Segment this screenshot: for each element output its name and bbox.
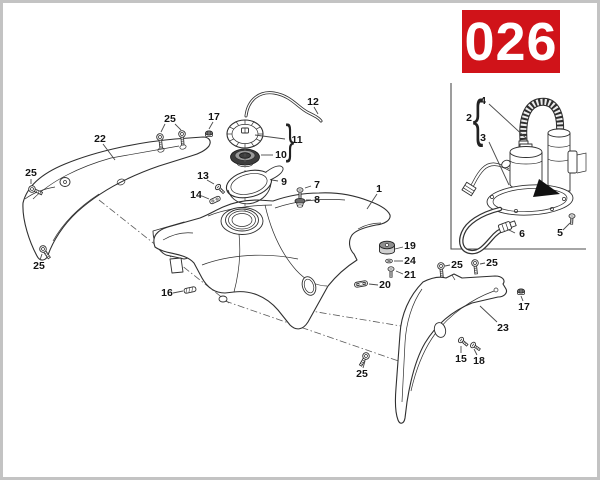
callout-11[interactable]: 11 (291, 134, 303, 146)
callout-25[interactable]: 25 (486, 257, 498, 269)
bolt-21 (387, 266, 395, 278)
callout-1[interactable]: 1 (376, 183, 382, 195)
leader-line-4 (488, 103, 528, 140)
bolt-25-e (436, 261, 446, 278)
callout-16[interactable]: 16 (161, 287, 173, 299)
flow-arrow (533, 179, 560, 197)
callout-7[interactable]: 7 (314, 179, 320, 191)
callout-4[interactable]: 4 (480, 95, 486, 107)
callout-25[interactable]: 25 (33, 260, 45, 272)
callout-19[interactable]: 19 (404, 240, 416, 252)
nut-17-b (517, 288, 525, 296)
screw-18 (469, 340, 482, 353)
clamp-14 (209, 195, 221, 205)
leader-line-19 (394, 246, 404, 250)
callout-8[interactable]: 8 (314, 194, 320, 206)
bracket-20 (354, 280, 368, 288)
diagram-canvas (22, 83, 587, 424)
callout-9[interactable]: 9 (281, 176, 287, 188)
leader-line-25 (39, 253, 43, 261)
callout-13[interactable]: 13 (197, 170, 209, 182)
leader-line-17 (520, 295, 524, 302)
fastener-set (27, 130, 525, 368)
washer-24 (385, 258, 393, 264)
fuel-tank-body (153, 192, 391, 330)
leader-line-7 (304, 185, 312, 189)
callout-15[interactable]: 15 (455, 353, 467, 365)
filler-funnel (225, 148, 284, 211)
callout-18[interactable]: 18 (473, 355, 485, 367)
callout-25[interactable]: 25 (451, 259, 463, 271)
leader-line-23 (479, 305, 498, 323)
callout-24[interactable]: 24 (404, 255, 416, 267)
leader-line-25 (160, 123, 166, 133)
inset-frame (450, 83, 586, 250)
brace-123: { (472, 90, 484, 148)
callout-21[interactable]: 21 (404, 269, 416, 281)
screw-5 (568, 213, 576, 225)
callout-6[interactable]: 6 (519, 228, 525, 240)
callout-14[interactable]: 14 (190, 189, 202, 201)
callout-25[interactable]: 25 (356, 368, 368, 380)
grommet-8 (294, 198, 306, 208)
right-shroud-panel (394, 273, 508, 424)
bolt-25-f (470, 258, 480, 275)
leader-line-11 (254, 134, 286, 140)
leader-lines (30, 103, 571, 369)
leader-line-9 (271, 179, 279, 182)
callout-20[interactable]: 20 (379, 279, 391, 291)
leader-line-3 (488, 141, 510, 186)
pad-16 (183, 286, 197, 294)
leader-line-14 (201, 195, 210, 200)
callout-17[interactable]: 17 (518, 301, 530, 313)
leader-line-18 (473, 348, 478, 356)
brace-125: } (285, 116, 295, 163)
callout-5[interactable]: 5 (557, 227, 563, 239)
leader-line-25 (174, 123, 182, 131)
screw-13 (213, 182, 227, 196)
leader-line-25 (444, 264, 451, 267)
leader-line-20 (368, 283, 379, 286)
leader-line-5 (562, 222, 571, 231)
leader-line-1 (366, 193, 378, 210)
screw-15 (456, 335, 470, 349)
callout-3[interactable]: 3 (480, 132, 486, 144)
callout-22[interactable]: 22 (94, 133, 106, 145)
leader-line-6 (506, 228, 516, 234)
leader-line-17 (208, 121, 214, 130)
callout-23[interactable]: 23 (497, 322, 509, 334)
nut-17-a (205, 130, 213, 138)
leader-line-25 (479, 262, 486, 265)
callout-12[interactable]: 12 (307, 96, 319, 108)
callout-2[interactable]: 2 (466, 112, 472, 124)
callout-10[interactable]: 10 (275, 149, 287, 161)
callout-17[interactable]: 17 (208, 111, 220, 123)
fuel-cap (226, 119, 264, 149)
leader-line-25 (362, 360, 366, 369)
cap-gasket-ring (230, 148, 260, 168)
callout-25[interactable]: 25 (25, 167, 37, 179)
fuel-pump-inset (450, 83, 587, 255)
damper-19 (379, 240, 395, 255)
leader-line-22 (102, 143, 116, 161)
hose-fitting-6 (497, 220, 517, 233)
page-code-badge: 026 (462, 10, 560, 73)
leader-line-12 (313, 106, 319, 115)
callout-25[interactable]: 25 (164, 113, 176, 125)
leader-line-21 (395, 270, 404, 275)
leader-line-13 (206, 179, 215, 185)
leader-line-16 (172, 290, 184, 294)
